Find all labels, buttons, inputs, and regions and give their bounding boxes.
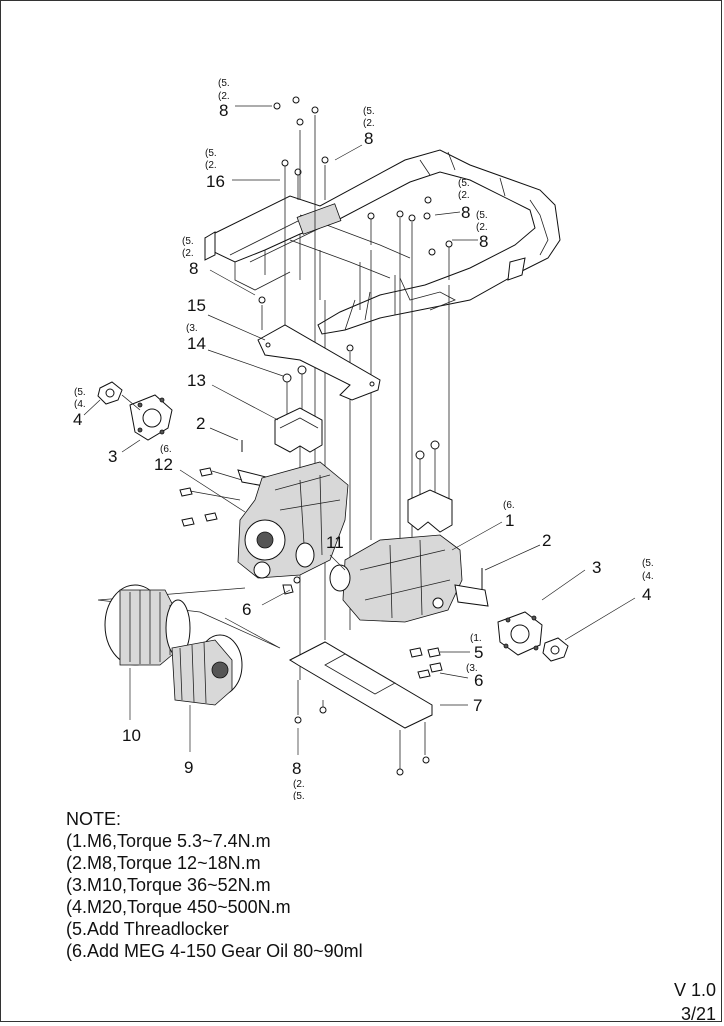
callout-ref: (5.	[182, 236, 194, 247]
callout-ref: (6.	[160, 444, 172, 455]
callout-number: 2	[196, 414, 205, 433]
callout-ref: (5.	[363, 106, 375, 117]
notes-block: NOTE: (1.M6,Torque 5.3~7.4N.m (2.M8,Torq…	[66, 808, 486, 962]
wheel-motor-9	[171, 611, 281, 706]
callout-number: 3	[108, 447, 117, 466]
page-number: 3/21	[680, 1004, 716, 1024]
callout-number: 16	[206, 172, 225, 191]
callout-number: 13	[187, 371, 206, 390]
callout-ref: (2.	[182, 248, 194, 259]
mounting-plate-15	[257, 324, 381, 401]
callout-ref: (2.	[458, 190, 470, 201]
leader-lines	[83, 105, 636, 755]
footer: V 1.0 3/21	[674, 978, 716, 1026]
callout-number: 9	[184, 758, 193, 777]
callout-number: 8	[479, 232, 488, 251]
callout-number: 5	[474, 643, 483, 662]
callout-ref: (1.	[470, 633, 482, 644]
callout-number: 11	[326, 533, 344, 552]
callout-labels: (5. (2. 8 (5. (2. 8 (5. (2. 16 (5. (2. 8…	[73, 78, 654, 800]
callout-ref: (5.	[218, 78, 230, 89]
callout-ref: (3.	[186, 323, 198, 334]
callout-ref: (6.	[503, 500, 515, 511]
right-transaxle-1	[329, 534, 489, 623]
notes-title: NOTE:	[66, 809, 122, 829]
callout-ref: (5.	[205, 148, 217, 159]
callout-number: 6	[474, 671, 483, 690]
callout-number: 8	[219, 101, 228, 120]
note-item: (2.M8,Torque 12~18N.m	[66, 853, 261, 873]
callout-number: 15	[187, 296, 206, 315]
note-item: (4.M20,Torque 450~500N.m	[66, 897, 291, 917]
callout-number: 4	[73, 410, 82, 429]
note-item: (5.Add Threadlocker	[66, 919, 229, 939]
callout-ref: (2.	[476, 222, 488, 233]
callout-number: 2	[542, 531, 551, 550]
callout-number: 1	[505, 511, 514, 530]
callout-number: 8	[292, 759, 301, 778]
seal-ring-left	[282, 542, 315, 595]
callout-number: 10	[122, 726, 141, 745]
right-fasteners	[409, 647, 443, 679]
note-item: (6.Add MEG 4-150 Gear Oil 80~90ml	[66, 941, 363, 961]
skid-plate-7	[288, 641, 433, 776]
callout-ref: (5.	[74, 387, 86, 398]
bracket-13	[274, 365, 323, 453]
exploded-parts-diagram: (5. (2. 8 (5. (2. 8 (5. (2. 16 (5. (2. 8…	[73, 78, 654, 800]
callout-ref: (4.	[74, 399, 86, 410]
callout-number: 8	[364, 129, 373, 148]
left-transaxle-12	[179, 440, 349, 579]
chassis-frame	[204, 149, 561, 335]
assembly-lines	[261, 115, 450, 680]
frame-bolts	[258, 96, 453, 352]
callout-ref: (5.	[458, 178, 470, 189]
note-item: (1.M6,Torque 5.3~7.4N.m	[66, 831, 271, 851]
callout-number: 4	[642, 585, 651, 604]
callout-ref: (2.	[363, 118, 375, 129]
callout-number: 6	[242, 600, 251, 619]
callout-ref: (5.	[642, 558, 654, 569]
note-item: (3.M10,Torque 36~52N.m	[66, 875, 271, 895]
callout-ref: (5.	[293, 791, 305, 800]
callout-ref: (2.	[205, 160, 217, 171]
right-wheel-hub	[497, 611, 569, 662]
callout-ref: (5.	[476, 210, 488, 221]
callout-number: 12	[154, 455, 173, 474]
callout-number: 7	[473, 696, 482, 715]
wheel-motor-10	[97, 584, 246, 666]
callout-ref: (2.	[218, 91, 230, 102]
version-label: V 1.0	[673, 980, 716, 1000]
left-wheel-hub	[97, 381, 173, 441]
bracket-right	[407, 440, 453, 533]
callout-ref: (4.	[642, 571, 654, 582]
callout-number: 8	[461, 203, 470, 222]
callout-number: 8	[189, 259, 198, 278]
callout-ref: (3.	[466, 663, 478, 674]
callout-number: 14	[187, 334, 206, 353]
callout-number: 3	[592, 558, 601, 577]
callout-ref: (2.	[293, 779, 305, 790]
